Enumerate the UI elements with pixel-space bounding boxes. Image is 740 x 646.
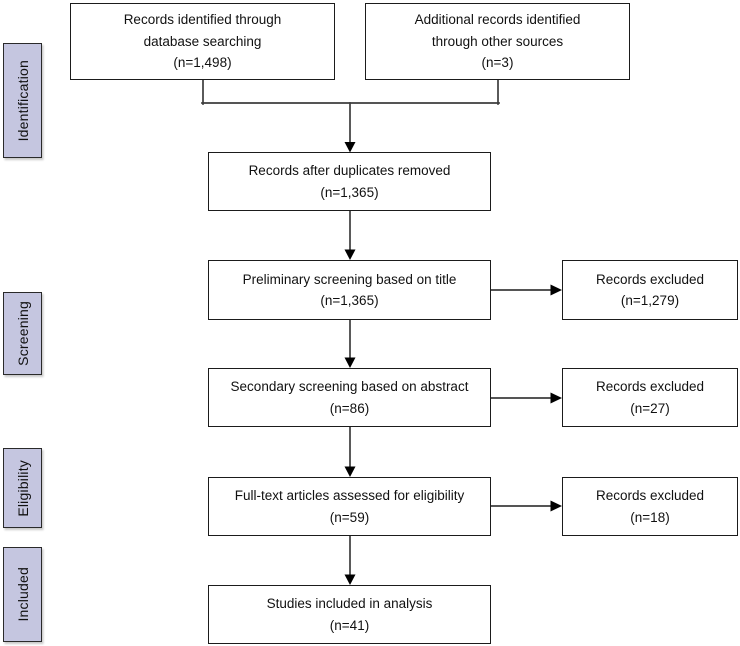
arrow-merge-to-duplicates [344,102,356,153]
node-count: (n=59) [329,509,370,525]
node-count: (n=41) [329,617,370,633]
node-line: Additional records identified [414,12,581,28]
node-count: (n=1,365) [320,184,379,200]
node-count: (n=86) [329,400,370,416]
node-count: (n=1,365) [320,293,379,308]
node-preliminary-screening-title: Preliminary screening based on title (n=… [208,260,491,320]
stage-label-text: Eligibility [14,459,31,517]
node-line: Records after duplicates removed [248,163,451,178]
arrow-fulltext-to-included [344,535,356,585]
stage-label-text: Screening [14,301,31,366]
stage-label-included: Included [3,547,42,642]
node-records-identified-database: Records identified through database sear… [70,3,335,80]
merge-connector [201,79,500,105]
node-secondary-screening-abstract: Secondary screening based on abstract (n… [208,368,491,427]
stage-label-screening: Screening [3,292,42,375]
node-line: Studies included in analysis [266,596,433,611]
node-line: Records identified through [123,12,282,28]
node-count: (n=1,279) [620,293,680,308]
node-additional-records-other-sources: Additional records identified through ot… [365,3,630,80]
arrow-title-to-abstract-screening [344,319,356,368]
node-line: Secondary screening based on abstract [230,379,469,394]
node-fulltext-assessed-eligibility: Full-text articles assessed for eligibil… [208,477,491,536]
node-line: database searching [143,33,262,49]
node-count: (n=27) [630,400,670,416]
stage-label-text: Included [14,567,31,622]
node-count: (n=1,498) [173,55,232,71]
node-studies-included-analysis: Studies included in analysis (n=41) [208,585,491,644]
node-records-excluded-title: Records excluded (n=1,279) [562,260,738,320]
stage-label-identification: Identification [3,43,42,158]
arrow-abstract-to-excluded [490,392,562,404]
node-records-after-duplicates-removed: Records after duplicates removed (n=1,36… [208,152,491,211]
arrow-title-to-excluded [490,284,562,296]
node-line: Records excluded [595,488,705,503]
stage-label-text: Identification [14,59,31,142]
arrow-duplicates-to-title-screening [344,210,356,260]
arrow-fulltext-to-excluded [490,500,562,512]
node-records-excluded-abstract: Records excluded (n=27) [562,368,738,427]
node-records-excluded-fulltext: Records excluded (n=18) [562,477,738,536]
node-line: Full-text articles assessed for eligibil… [234,488,465,503]
node-count: (n=18) [630,509,670,525]
node-line: Records excluded [595,271,705,287]
node-line: Records excluded [595,379,705,394]
stage-label-eligibility: Eligibility [3,448,42,528]
node-line: through other sources [431,33,564,49]
arrow-abstract-to-fulltext [344,426,356,477]
node-count: (n=3) [481,55,514,71]
node-line: Preliminary screening based on title [242,271,457,287]
